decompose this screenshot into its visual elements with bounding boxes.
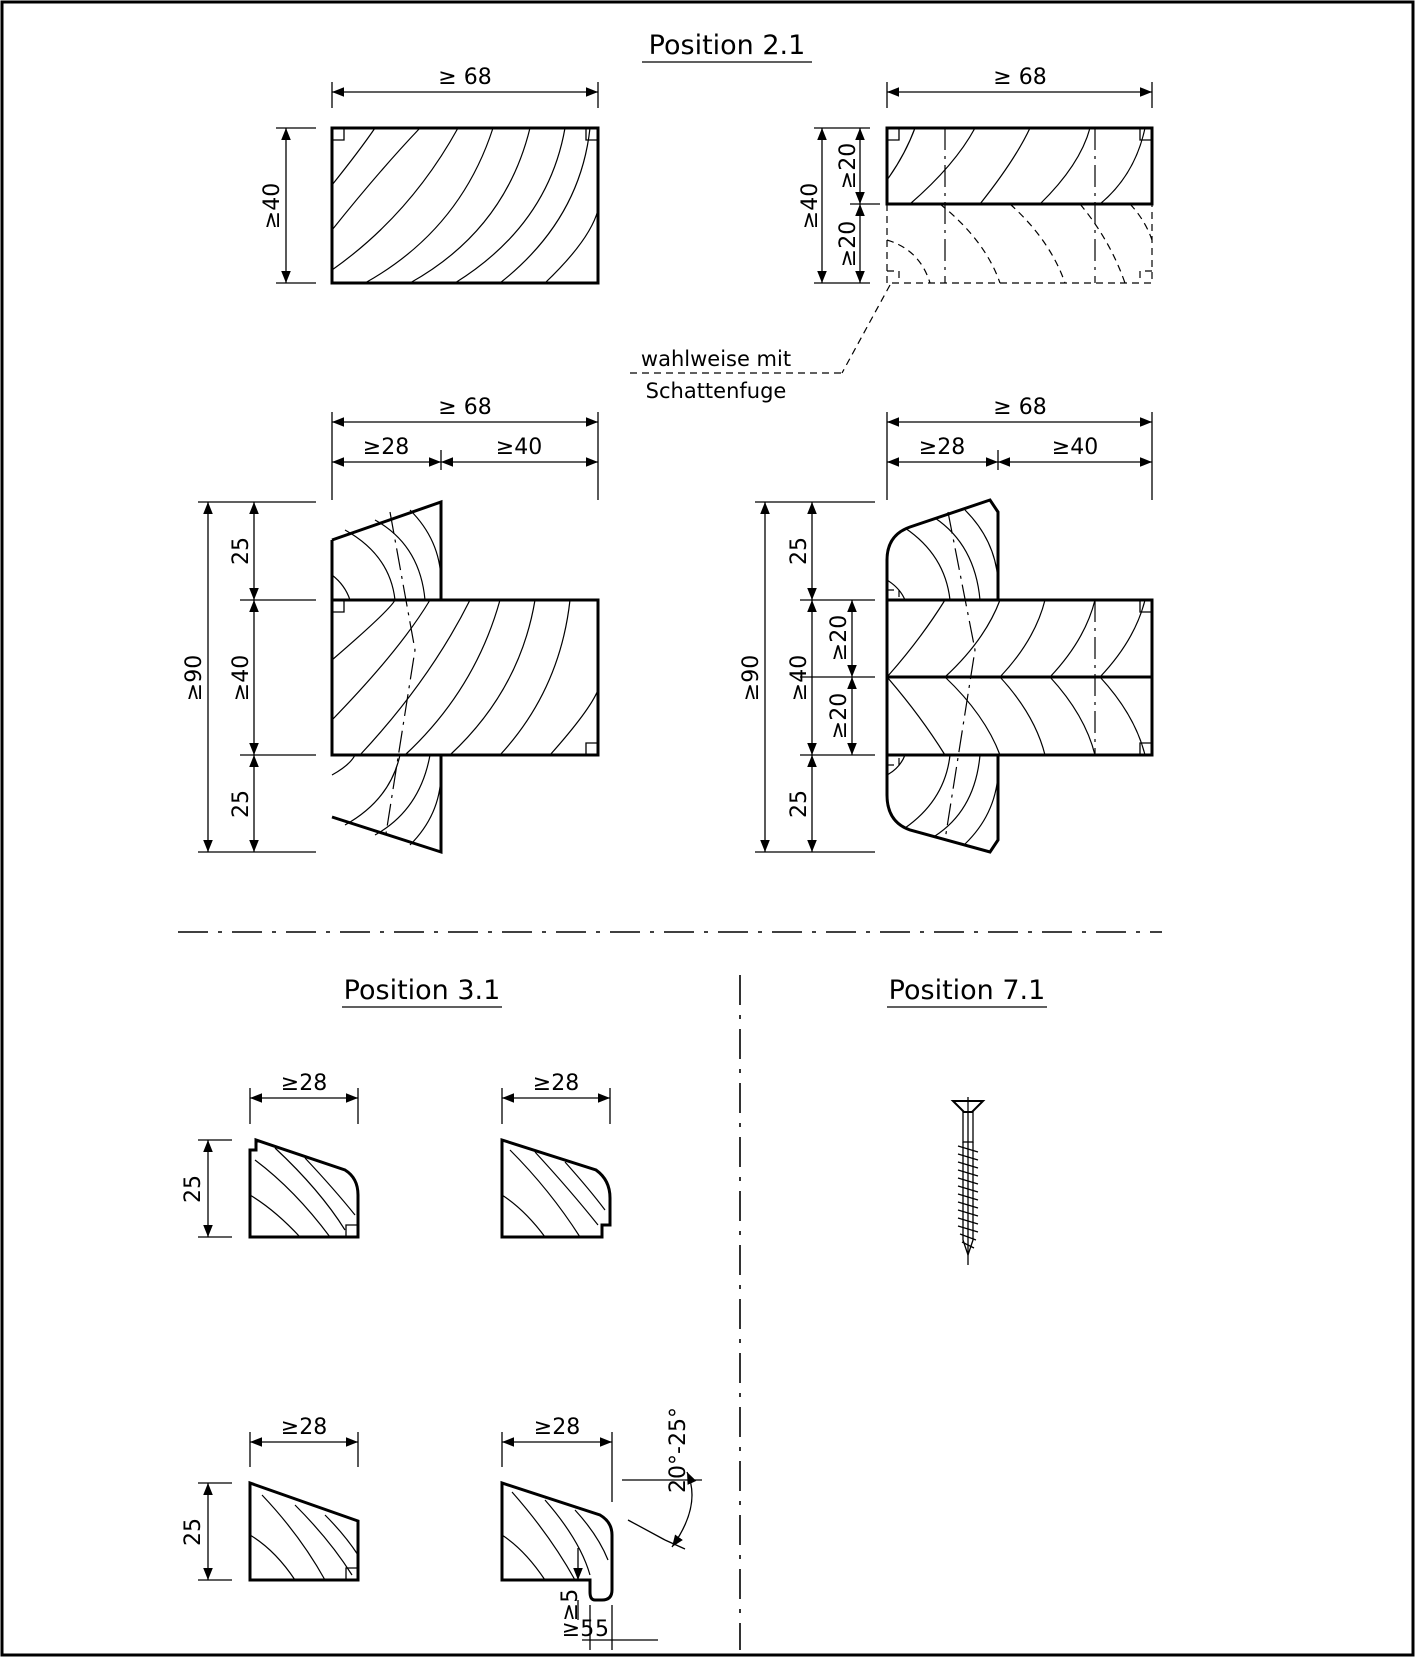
title-position-2-1: Position 2.1: [649, 30, 806, 61]
svg-text:25: 25: [229, 537, 254, 565]
svg-text:≥ 68: ≥ 68: [993, 65, 1046, 90]
dimension-68-28-40-b: ≥ 68 ≥28 ≥40: [886, 395, 1153, 500]
svg-text:20°-25°: 20°-25°: [666, 1407, 691, 1493]
cover-strip-c: [248, 1480, 360, 1582]
cover-strip-b: [500, 1137, 612, 1239]
svg-text:≥ 68: ≥ 68: [438, 395, 491, 420]
dimension-90-25-40-25-b: ≥90 25 ≥40 25 ≥20 ≥20: [739, 501, 875, 853]
cover-strip-d: [500, 1480, 614, 1602]
svg-text:≥20: ≥20: [827, 693, 852, 739]
svg-text:≥90: ≥90: [182, 655, 207, 701]
svg-text:≥40: ≥40: [798, 183, 823, 229]
svg-text:≥40: ≥40: [1052, 435, 1098, 460]
svg-text:Schattenfuge: Schattenfuge: [646, 379, 787, 403]
frame-profile-laminated: [885, 126, 1154, 284]
svg-text:≥40: ≥40: [229, 655, 254, 701]
frame-with-cover-laminated: [885, 498, 1154, 854]
cover-strip-a: [248, 1137, 360, 1239]
cover-strip-b-dims: ≥28: [501, 1071, 611, 1124]
svg-text:≥ 68: ≥ 68: [438, 65, 491, 90]
svg-text:≥5: ≥5: [558, 1589, 583, 1621]
cover-strip-d-dims: ≥28 ≥5 ≥5 5 20°-25°: [501, 1407, 702, 1650]
svg-text:≥28: ≥28: [533, 1071, 579, 1096]
svg-text:25: 25: [229, 790, 254, 818]
svg-text:≥20: ≥20: [827, 615, 852, 661]
title-position-7-1: Position 7.1: [889, 975, 1046, 1006]
svg-text:≥28: ≥28: [363, 435, 409, 460]
svg-text:≥28: ≥28: [281, 1415, 327, 1440]
svg-text:≥40: ≥40: [787, 655, 812, 701]
cover-strip-a-dims: ≥28 25: [181, 1071, 359, 1238]
svg-text:5: 5: [595, 1617, 609, 1642]
dimension-height-40-a: ≥40: [260, 127, 316, 284]
svg-text:≥20: ≥20: [836, 143, 861, 189]
svg-text:25: 25: [181, 1175, 206, 1203]
svg-text:≥5: ≥5: [562, 1617, 594, 1642]
svg-text:≥28: ≥28: [281, 1071, 327, 1096]
shadow-gap-note: wahlweise mit Schattenfuge: [630, 284, 891, 403]
svg-text:≥20: ≥20: [836, 221, 861, 267]
frame-profile-solid: [330, 126, 600, 285]
svg-text:≥90: ≥90: [739, 655, 764, 701]
title-position-3-1: Position 3.1: [344, 975, 501, 1006]
frame-with-cover-solid: [330, 499, 600, 855]
svg-text:wahlweise mit: wahlweise mit: [641, 347, 791, 371]
cover-strip-c-dims: ≥28 25: [181, 1415, 359, 1581]
dimension-height-40-b: ≥40: [798, 127, 870, 284]
svg-text:≥28: ≥28: [534, 1415, 580, 1440]
svg-text:≥40: ≥40: [260, 183, 285, 229]
dimension-90-25-40-25-a: ≥90 25 ≥40 25: [182, 501, 316, 853]
svg-text:≥40: ≥40: [496, 435, 542, 460]
dimension-width-68-a: ≥ 68: [331, 65, 599, 108]
dimension-68-28-40-a: ≥ 68 ≥28 ≥40: [331, 395, 599, 500]
dimension-width-68-b: ≥ 68: [886, 65, 1153, 108]
dimension-lamella-20: ≥20 ≥20: [836, 128, 880, 283]
svg-text:25: 25: [787, 537, 812, 565]
svg-text:25: 25: [181, 1518, 206, 1546]
countersunk-screw: [950, 1097, 986, 1265]
svg-text:≥ 68: ≥ 68: [993, 395, 1046, 420]
svg-text:≥28: ≥28: [919, 435, 965, 460]
svg-text:25: 25: [787, 790, 812, 818]
